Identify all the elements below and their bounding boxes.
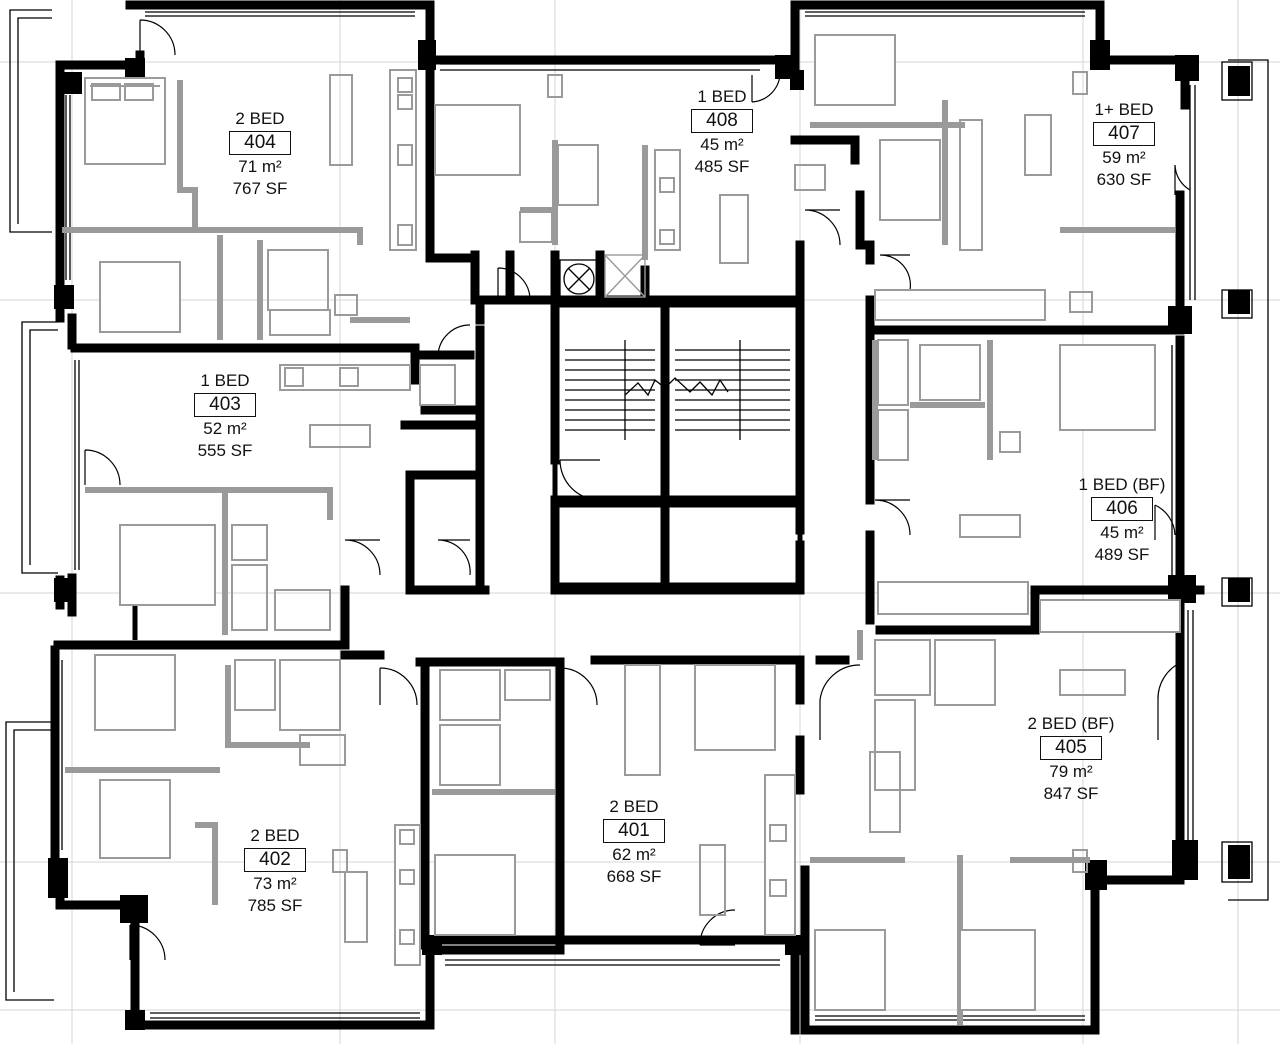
unit-area-m2: 79 m² <box>1049 762 1093 781</box>
unit-407-label: 1+ BED 407 59 m² 630 SF <box>1044 99 1204 191</box>
unit-401-label: 2 BED 401 62 m² 668 SF <box>554 796 714 888</box>
windows <box>57 11 1196 1021</box>
stair-core <box>552 254 803 588</box>
unit-number: 401 <box>603 819 665 843</box>
unit-area-sf: 785 SF <box>247 896 303 915</box>
unit-type: 1+ BED <box>1094 100 1154 119</box>
structural-columns <box>48 40 1250 1030</box>
unit-area-sf: 555 SF <box>197 441 253 460</box>
unit-403-label: 1 BED 403 52 m² 555 SF <box>145 370 305 462</box>
unit-number: 402 <box>244 848 306 872</box>
unit-area-m2: 62 m² <box>612 845 656 864</box>
unit-number: 407 <box>1093 122 1155 146</box>
unit-number: 406 <box>1091 497 1153 521</box>
unit-408-label: 1 BED 408 45 m² 485 SF <box>642 86 802 178</box>
unit-area-m2: 45 m² <box>1100 523 1144 542</box>
unit-interiors <box>62 34 1181 1025</box>
unit-area-sf: 668 SF <box>606 867 662 886</box>
unit-area-m2: 45 m² <box>700 135 744 154</box>
unit-area-m2: 73 m² <box>253 874 297 893</box>
unit-area-m2: 59 m² <box>1102 148 1146 167</box>
unit-type: 1 BED <box>200 371 250 390</box>
unit-area-m2: 71 m² <box>238 157 282 176</box>
unit-area-sf: 485 SF <box>694 157 750 176</box>
unit-area-sf: 767 SF <box>232 179 288 198</box>
unit-area-sf: 847 SF <box>1043 784 1099 803</box>
unit-type: 2 BED <box>235 109 285 128</box>
doors <box>84 19 1191 961</box>
unit-area-sf: 630 SF <box>1096 170 1152 189</box>
unit-area-m2: 52 m² <box>203 419 247 438</box>
unit-type: 2 BED <box>609 797 659 816</box>
unit-type: 1 BED (BF) <box>1078 475 1166 494</box>
unit-405-label: 2 BED (BF) 405 79 m² 847 SF <box>991 713 1151 805</box>
unit-number: 405 <box>1040 736 1102 760</box>
unit-area-sf: 489 SF <box>1094 545 1150 564</box>
balconies <box>5 9 1269 1001</box>
unit-type: 2 BED (BF) <box>1027 714 1115 733</box>
unit-number: 408 <box>691 109 753 133</box>
unit-406-label: 1 BED (BF) 406 45 m² 489 SF <box>1042 474 1202 566</box>
unit-number: 404 <box>229 131 291 155</box>
unit-number: 403 <box>194 393 256 417</box>
unit-402-label: 2 BED 402 73 m² 785 SF <box>195 825 355 917</box>
unit-type: 1 BED <box>697 87 747 106</box>
unit-type: 2 BED <box>250 826 300 845</box>
unit-404-label: 2 BED 404 71 m² 767 SF <box>180 108 340 200</box>
